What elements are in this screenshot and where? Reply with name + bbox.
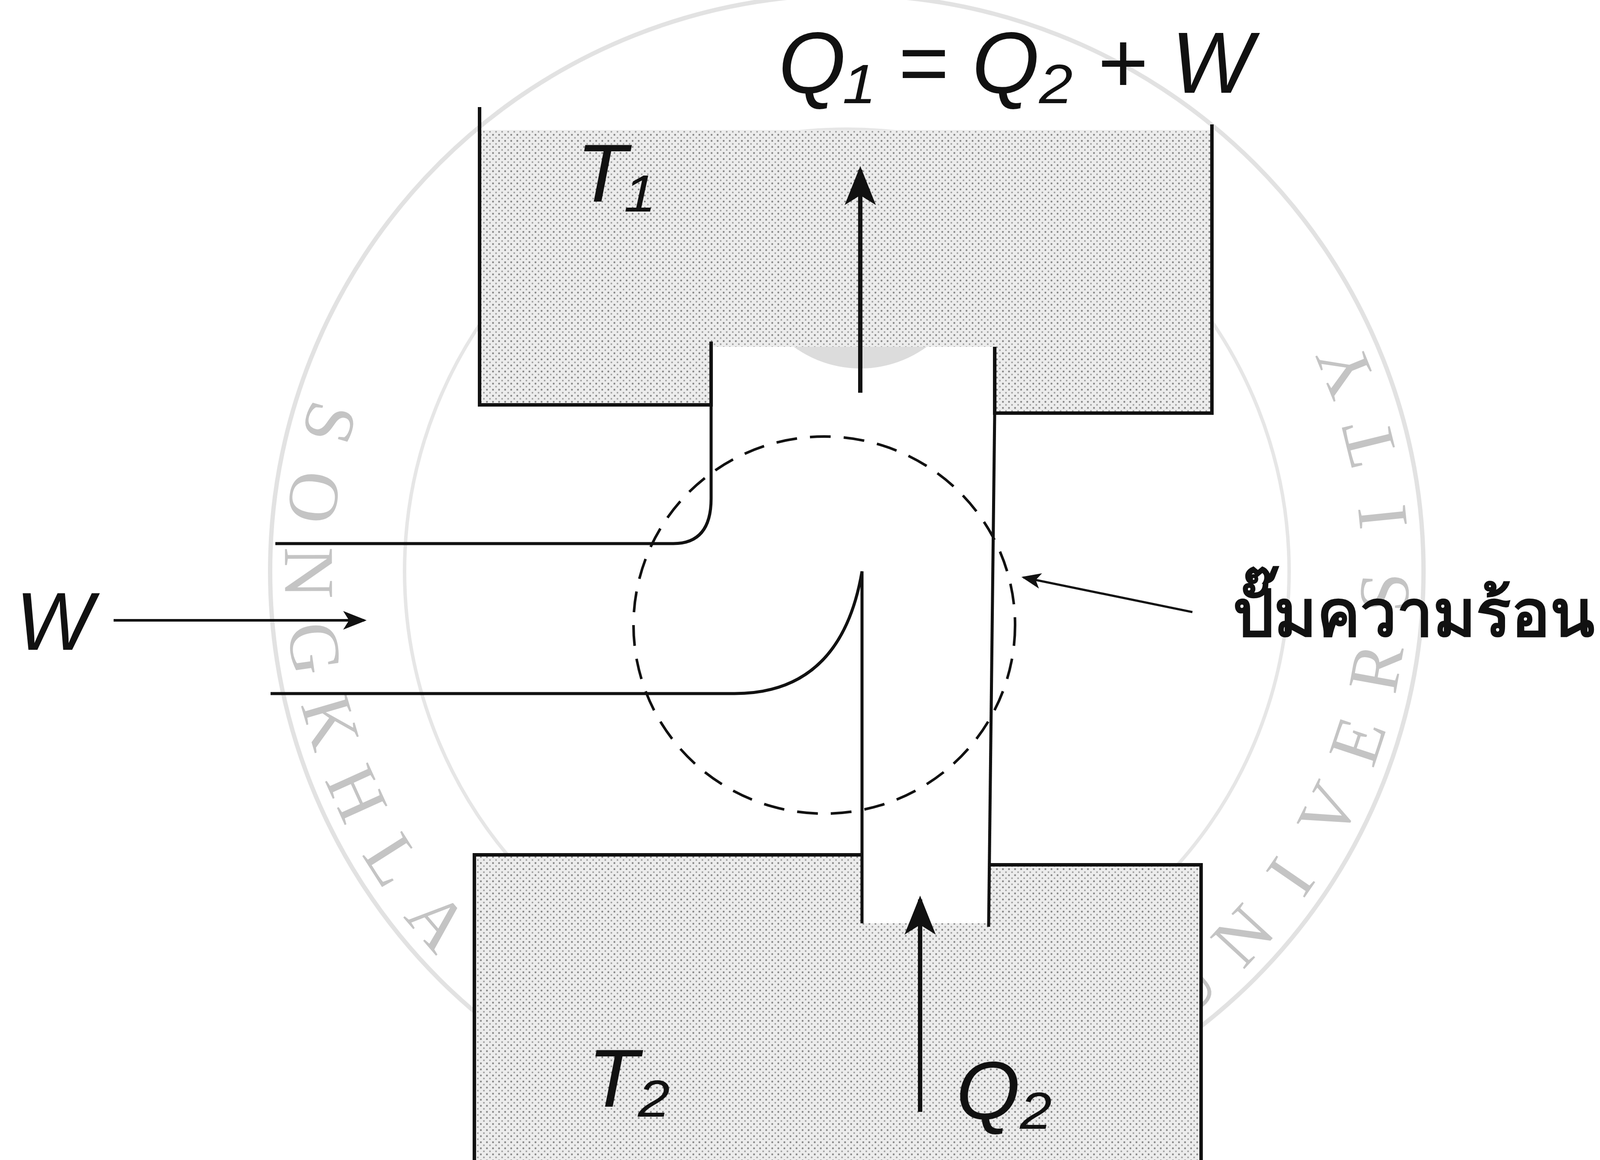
- heat-out-arrow: [858, 169, 863, 393]
- heat-pump-boundary: [633, 436, 1016, 814]
- leader-line: [1023, 577, 1193, 613]
- temperature-label: T₁: [576, 131, 654, 215]
- energy-equation: Q₁ = Q₂ + W: [778, 19, 1254, 107]
- work-input-pipe: [270, 571, 863, 924]
- work-input-pipe: [275, 404, 712, 544]
- heat-symbol: Q₂: [956, 1049, 1052, 1132]
- heat-in-arrow: [917, 899, 923, 1113]
- hot-reservoir-wall: [479, 107, 712, 405]
- temperature-label: T₂: [587, 1037, 670, 1120]
- cold-reservoir: T₂: [474, 855, 1202, 1159]
- hot-reservoir-wall: [994, 124, 1212, 414]
- work-symbol: W: [15, 580, 94, 663]
- pump-pipe-wall: [988, 413, 995, 928]
- work-arrow: [113, 619, 365, 622]
- hot-reservoir: T₁: [479, 130, 1212, 405]
- cold-reservoir-fill: [474, 855, 1202, 1160]
- hot-reservoir-fill: [479, 130, 1212, 414]
- cold-reservoir-wall: [474, 855, 863, 1160]
- part-label: ปั๊มความร้อน: [1232, 581, 1595, 647]
